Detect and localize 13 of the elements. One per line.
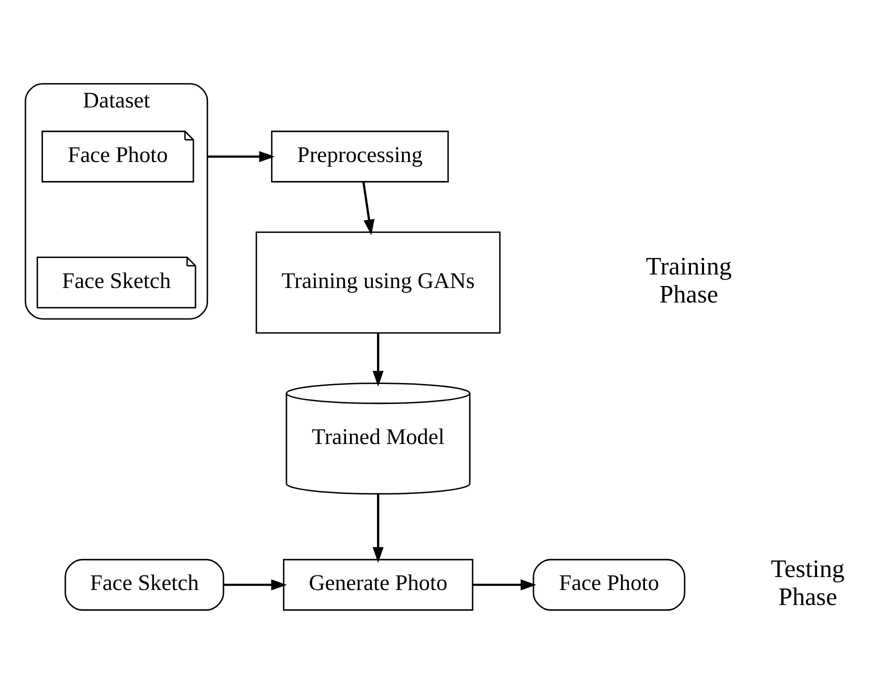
arrow <box>224 578 287 590</box>
arrow <box>362 182 374 235</box>
arrow <box>372 332 384 386</box>
label: Testing Phase <box>770 555 845 610</box>
arrow <box>207 150 275 162</box>
arrow <box>472 578 536 590</box>
node-box: Face Sketch <box>64 558 224 610</box>
arrow <box>372 494 384 562</box>
node-box: Face Photo <box>532 558 686 610</box>
node-box: Generate Photo <box>282 558 474 610</box>
label: Training Phase <box>646 253 732 308</box>
node-box: Preprocessing <box>271 130 449 182</box>
node-box: Training using GANs <box>256 230 501 334</box>
